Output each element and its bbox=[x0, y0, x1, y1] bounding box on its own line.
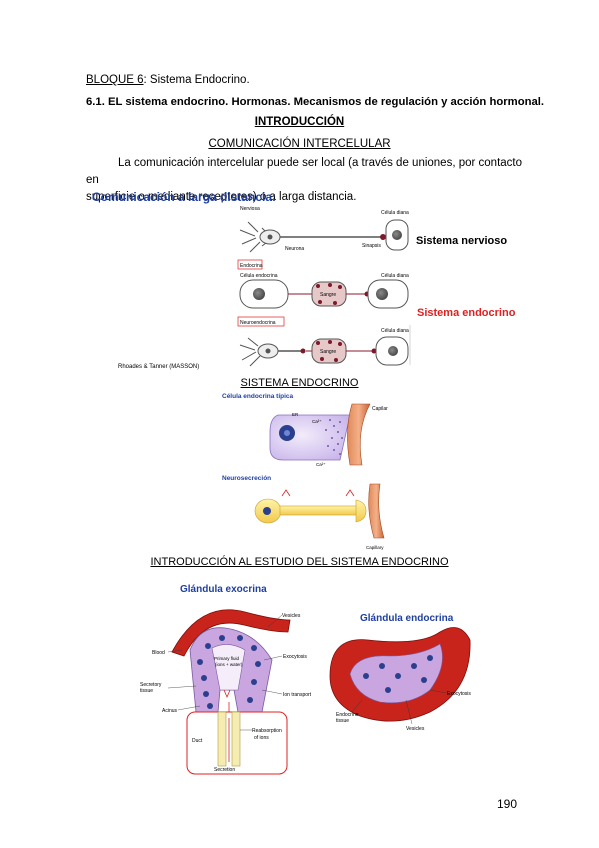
label-sistema-endocrino: Sistema endocrino bbox=[417, 307, 516, 319]
neuroendocrine-row: Neuroendocrina Sangre Célula diana bbox=[237, 316, 411, 367]
neuron2-dendrites bbox=[239, 337, 261, 367]
label-secretory: Secretory bbox=[140, 682, 162, 688]
heading-introduccion: INTRODUCCIÓN bbox=[254, 116, 345, 128]
label-endo-vesicles: Vesicles bbox=[406, 726, 425, 732]
label-ion-transport: Ion transport bbox=[283, 692, 312, 698]
label-tissue: tissue bbox=[140, 688, 153, 694]
exo-leader-lines bbox=[167, 614, 283, 731]
endo-title: Glándula endocrina bbox=[360, 613, 454, 624]
heading-sistema-endocrino: SISTEMA ENDOCRINO bbox=[240, 377, 359, 389]
nervous-row: Nerviosa Neurona Sinapsis Célula diana S… bbox=[239, 206, 507, 253]
axon-terminal bbox=[355, 499, 367, 523]
acinus-lumen bbox=[211, 644, 246, 691]
label-ca-2: Ca²⁺ bbox=[316, 462, 326, 467]
fig3-title: Neurosecreción bbox=[222, 475, 271, 482]
paragraph-line1: La comunicación intercelular puede ser l… bbox=[86, 157, 523, 186]
axon-terminal-dot bbox=[300, 348, 306, 354]
label-endo-exocytosis: Exocytosis bbox=[447, 691, 471, 697]
exo-title: Glándula exocrina bbox=[180, 584, 267, 595]
fig1-credit: Rhoades & Tanner (MASSON) bbox=[118, 364, 199, 370]
label-sangre-2: Sangre bbox=[320, 349, 336, 355]
label-neurona: Neurona bbox=[285, 246, 304, 252]
label-blood: Blood bbox=[152, 650, 165, 656]
label-sistema-nervioso: Sistema nervioso bbox=[416, 235, 507, 247]
label-primary-fluid: Primary fluid bbox=[214, 656, 240, 661]
duct-wall-left bbox=[217, 711, 227, 767]
endo-leader-lines bbox=[351, 689, 447, 725]
target-nucleus-1 bbox=[392, 230, 402, 240]
typical-nucleolus bbox=[284, 430, 290, 436]
fig1-title: Comunicación a larga distancia: bbox=[92, 190, 276, 204]
label-duct: Duct bbox=[192, 738, 203, 744]
hormone-dots-2 bbox=[316, 340, 342, 362]
label-secretion: Secretion bbox=[214, 767, 235, 773]
label-vesicles: Vesicles bbox=[282, 613, 301, 619]
capillary-2 bbox=[368, 483, 385, 539]
label-er: ER bbox=[292, 412, 299, 417]
secretory-granules bbox=[325, 419, 343, 455]
label-celula-diana-2: Célula diana bbox=[381, 273, 409, 279]
secretion-arrows bbox=[223, 689, 231, 712]
impulse-2 bbox=[345, 489, 355, 497]
hormone-dots-1 bbox=[316, 283, 342, 305]
bloque-label: BLOQUE 6 bbox=[86, 74, 144, 86]
label-ca-1: Ca²⁺ bbox=[312, 419, 322, 424]
endocrine-row: Endocrina Célula endocrina Sangre Célula… bbox=[237, 259, 516, 319]
label-celula-diana-3: Célula diana bbox=[381, 328, 409, 334]
endocrine-nucleus bbox=[253, 288, 265, 300]
neuron2-nucleus bbox=[265, 348, 271, 354]
label-celula-endocrina: Célula endocrina bbox=[240, 273, 278, 279]
label-reabsorption: Reabsorption bbox=[252, 728, 282, 734]
acinus-nuclei bbox=[197, 635, 261, 709]
intro-paragraph: La comunicación intercelular puede ser l… bbox=[86, 155, 526, 206]
neuroendocrina-box bbox=[237, 316, 285, 327]
label-capilar: Capilar bbox=[372, 406, 388, 412]
page-number: 190 bbox=[497, 797, 518, 811]
target-nucleus-3 bbox=[388, 346, 398, 356]
label-celula-diana-1: Célula diana bbox=[381, 210, 409, 216]
fig2-title: Célula endocrina típica bbox=[222, 393, 294, 400]
label-endocrina: Endocrina bbox=[240, 263, 263, 269]
paragraph-line2: superficie o mediante receptores) o a la… bbox=[86, 191, 357, 203]
impulse-1 bbox=[281, 489, 291, 497]
label-exocytosis: Exocytosis bbox=[283, 654, 307, 660]
heading-intro-estudio: INTRODUCCIÓN AL ESTUDIO DEL SISTEMA ENDO… bbox=[150, 556, 449, 568]
heading-comunicacion: COMUNICACIÓN INTERCELULAR bbox=[208, 138, 391, 150]
neuron-nucleus bbox=[267, 234, 273, 240]
label-ions-water: (ions + water) bbox=[215, 662, 243, 667]
neurosecretory-nucleus bbox=[263, 507, 271, 515]
capillary-1 bbox=[347, 403, 371, 466]
label-sinapsis: Sinapsis bbox=[362, 243, 381, 249]
exo-blood-vessel bbox=[171, 609, 291, 657]
endo-tissue bbox=[349, 643, 443, 704]
bloque-rest: : Sistema Endocrino. bbox=[143, 74, 250, 86]
section-title: 6.1. EL sistema endocrino. Hormonas. Mec… bbox=[86, 96, 545, 108]
label-neuroendocrina: Neuroendocrina bbox=[240, 320, 276, 326]
label-of-ions: of ions bbox=[254, 735, 269, 741]
synapse-dot bbox=[380, 234, 386, 240]
label-capillary: Capillary bbox=[366, 545, 384, 550]
target-nucleus-2 bbox=[376, 288, 388, 300]
bloque-line: BLOQUE 6: Sistema Endocrino. bbox=[86, 73, 250, 87]
label-nerviosa: Nerviosa bbox=[240, 206, 260, 212]
label-endo-tissue: tissue bbox=[336, 718, 349, 724]
arrow-4-dot bbox=[371, 348, 377, 354]
label-endocrine: Endocrine bbox=[336, 712, 359, 718]
label-sangre-1: Sangre bbox=[320, 292, 336, 298]
endocrina-box bbox=[237, 259, 263, 270]
duct-wall-right bbox=[231, 711, 241, 767]
label-acinus: Acinus bbox=[162, 708, 178, 714]
endo-nuclei bbox=[363, 655, 433, 693]
